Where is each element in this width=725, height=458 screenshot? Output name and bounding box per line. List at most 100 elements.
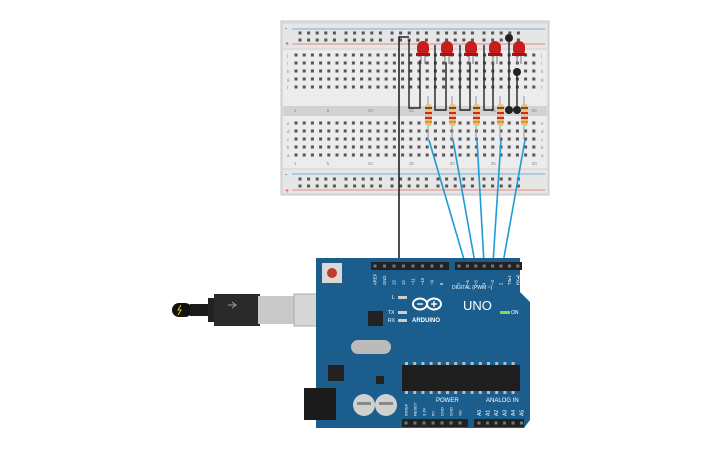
breadboard-hole[interactable] (474, 69, 478, 73)
rail-hole[interactable] (378, 31, 382, 35)
rail-hole[interactable] (462, 31, 466, 35)
breadboard-hole[interactable] (360, 61, 364, 65)
breadboard-hole[interactable] (302, 145, 306, 149)
jumper-wire[interactable] (483, 45, 494, 111)
rail-hole[interactable] (462, 177, 466, 181)
breadboard-hole[interactable] (319, 129, 323, 133)
breadboard-hole[interactable] (351, 85, 355, 89)
breadboard-hole[interactable] (392, 85, 396, 89)
header-pin[interactable] (520, 421, 523, 425)
rail-hole[interactable] (491, 31, 495, 35)
breadboard-hole[interactable] (409, 53, 413, 57)
rail-hole[interactable] (298, 177, 302, 181)
breadboard-hole[interactable] (499, 69, 503, 73)
header-pin[interactable] (494, 421, 498, 425)
breadboard-hole[interactable] (392, 153, 396, 157)
rail-hole[interactable] (353, 177, 357, 181)
header-pin[interactable] (511, 421, 515, 425)
breadboard-hole[interactable] (351, 153, 355, 157)
rail-hole[interactable] (315, 177, 319, 181)
rail-hole[interactable] (482, 177, 486, 181)
rail-hole[interactable] (399, 38, 403, 42)
breadboard-hole[interactable] (294, 121, 298, 125)
rail-hole[interactable] (390, 38, 394, 42)
breadboard-hole[interactable] (499, 77, 503, 81)
signal-wire[interactable] (452, 139, 476, 264)
breadboard-hole[interactable] (401, 129, 405, 133)
breadboard-hole[interactable] (384, 153, 388, 157)
breadboard-hole[interactable] (360, 53, 364, 57)
rail-hole[interactable] (332, 31, 336, 35)
rail-hole[interactable] (344, 38, 348, 42)
breadboard-hole[interactable] (532, 77, 536, 81)
breadboard-hole[interactable] (384, 137, 388, 141)
header-pin[interactable] (458, 421, 462, 425)
breadboard-hole[interactable] (376, 61, 380, 65)
rail-hole[interactable] (378, 177, 382, 181)
breadboard-hole[interactable] (433, 121, 437, 125)
breadboard-hole[interactable] (376, 129, 380, 133)
breadboard-hole[interactable] (302, 153, 306, 157)
breadboard-hole[interactable] (474, 85, 478, 89)
led[interactable] (416, 41, 430, 64)
breadboard-hole[interactable] (360, 121, 364, 125)
breadboard-hole[interactable] (343, 153, 347, 157)
breadboard-hole[interactable] (442, 137, 446, 141)
rail-hole[interactable] (370, 177, 374, 181)
breadboard-hole[interactable] (466, 121, 470, 125)
rail-hole[interactable] (470, 184, 474, 188)
rail-hole[interactable] (453, 31, 457, 35)
header-pin[interactable] (465, 264, 469, 268)
breadboard-hole[interactable] (360, 145, 364, 149)
breadboard-hole[interactable] (466, 145, 470, 149)
breadboard-hole[interactable] (384, 121, 388, 125)
breadboard-hole[interactable] (417, 69, 421, 73)
breadboard-hole[interactable] (360, 77, 364, 81)
breadboard-hole[interactable] (442, 77, 446, 81)
breadboard-hole[interactable] (507, 137, 511, 141)
breadboard-hole[interactable] (532, 145, 536, 149)
breadboard-hole[interactable] (499, 153, 503, 157)
breadboard-hole[interactable] (417, 137, 421, 141)
breadboard-hole[interactable] (499, 85, 503, 89)
rail-hole[interactable] (315, 184, 319, 188)
rail-hole[interactable] (361, 177, 365, 181)
led[interactable] (512, 41, 526, 64)
breadboard-hole[interactable] (491, 137, 495, 141)
breadboard-hole[interactable] (343, 145, 347, 149)
breadboard-hole[interactable] (532, 85, 536, 89)
breadboard-hole[interactable] (376, 53, 380, 57)
breadboard-hole[interactable] (409, 129, 413, 133)
breadboard-hole[interactable] (376, 85, 380, 89)
breadboard-hole[interactable] (327, 153, 331, 157)
breadboard-hole[interactable] (392, 121, 396, 125)
rail-hole[interactable] (416, 31, 420, 35)
header-pin[interactable] (392, 264, 396, 268)
jumper-wire[interactable] (408, 40, 421, 109)
breadboard-hole[interactable] (392, 129, 396, 133)
rail-hole[interactable] (462, 184, 466, 188)
rail-hole[interactable] (516, 31, 520, 35)
rail-hole[interactable] (436, 177, 440, 181)
breadboard-hole[interactable] (319, 77, 323, 81)
rail-hole[interactable] (508, 177, 512, 181)
breadboard-hole[interactable] (335, 85, 339, 89)
breadboard-hole[interactable] (433, 129, 437, 133)
rail-hole[interactable] (370, 31, 374, 35)
breadboard-hole[interactable] (343, 85, 347, 89)
ground-wire[interactable] (398, 36, 409, 262)
breadboard-hole[interactable] (360, 85, 364, 89)
rail-hole[interactable] (344, 184, 348, 188)
breadboard-hole[interactable] (310, 121, 314, 125)
breadboard-hole[interactable] (417, 61, 421, 65)
jumper-wire[interactable] (434, 45, 447, 111)
header-pin[interactable] (491, 264, 495, 268)
rail-hole[interactable] (516, 38, 520, 42)
rail-hole[interactable] (399, 184, 403, 188)
breadboard-hole[interactable] (474, 145, 478, 149)
breadboard-hole[interactable] (499, 137, 503, 141)
breadboard-hole[interactable] (442, 153, 446, 157)
breadboard-hole[interactable] (401, 153, 405, 157)
breadboard-hole[interactable] (466, 77, 470, 81)
